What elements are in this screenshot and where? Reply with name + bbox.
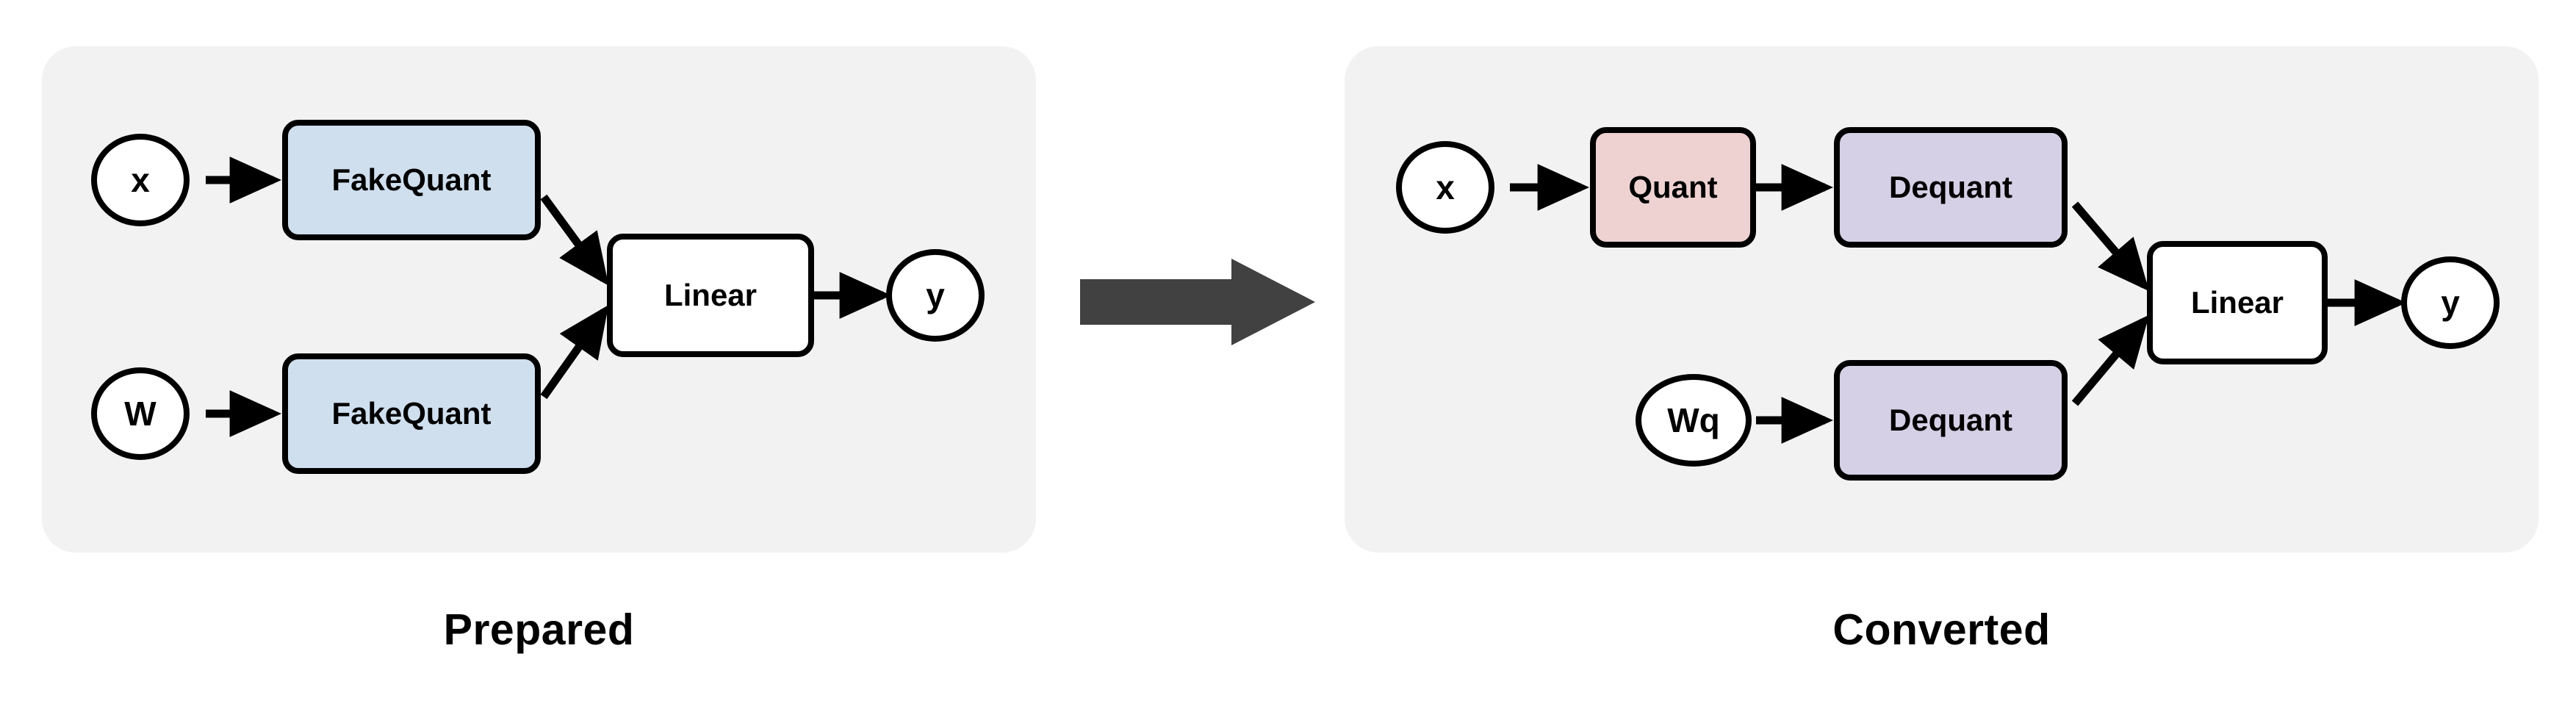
- node-quant-label: Quant: [1628, 170, 1718, 204]
- node-linear-prepared-label: Linear: [663, 278, 758, 312]
- node-fakequant-weight[interactable]: FakeQuant: [282, 353, 541, 474]
- node-fakequant-activation-label: FakeQuant: [331, 162, 492, 197]
- node-dequant-activation[interactable]: Dequant: [1834, 127, 2068, 248]
- caption-prepared: Prepared: [443, 605, 635, 654]
- node-quant[interactable]: Quant: [1590, 127, 1756, 248]
- caption-converted: Converted: [1832, 605, 2051, 654]
- right-arrow-icon: [1080, 259, 1315, 345]
- node-linear-converted[interactable]: Linear: [2147, 241, 2328, 364]
- node-w-label: W: [124, 395, 156, 433]
- node-y-converted-label: y: [2441, 284, 2460, 322]
- node-fakequant-weight-label: FakeQuant: [331, 396, 492, 431]
- node-dequant-weight[interactable]: Dequant: [1834, 360, 2068, 481]
- node-x-label: x: [131, 161, 150, 199]
- node-y-prepared-label: y: [926, 276, 945, 314]
- node-linear-prepared[interactable]: Linear: [607, 234, 814, 357]
- node-x-converted-label: x: [1436, 168, 1455, 206]
- node-dequant-activation-label: Dequant: [1889, 170, 2012, 204]
- node-y-converted[interactable]: y: [2401, 256, 2500, 349]
- node-dequant-weight-label: Dequant: [1889, 403, 2012, 437]
- node-x-converted[interactable]: x: [1396, 141, 1494, 234]
- node-linear-converted-label: Linear: [2190, 285, 2284, 320]
- node-fakequant-activation[interactable]: FakeQuant: [282, 120, 541, 240]
- node-wq-label: Wq: [1667, 401, 1720, 439]
- node-x[interactable]: x: [91, 134, 190, 226]
- node-y-prepared[interactable]: y: [886, 249, 985, 342]
- node-w[interactable]: W: [91, 367, 190, 460]
- node-wq[interactable]: Wq: [1636, 374, 1752, 467]
